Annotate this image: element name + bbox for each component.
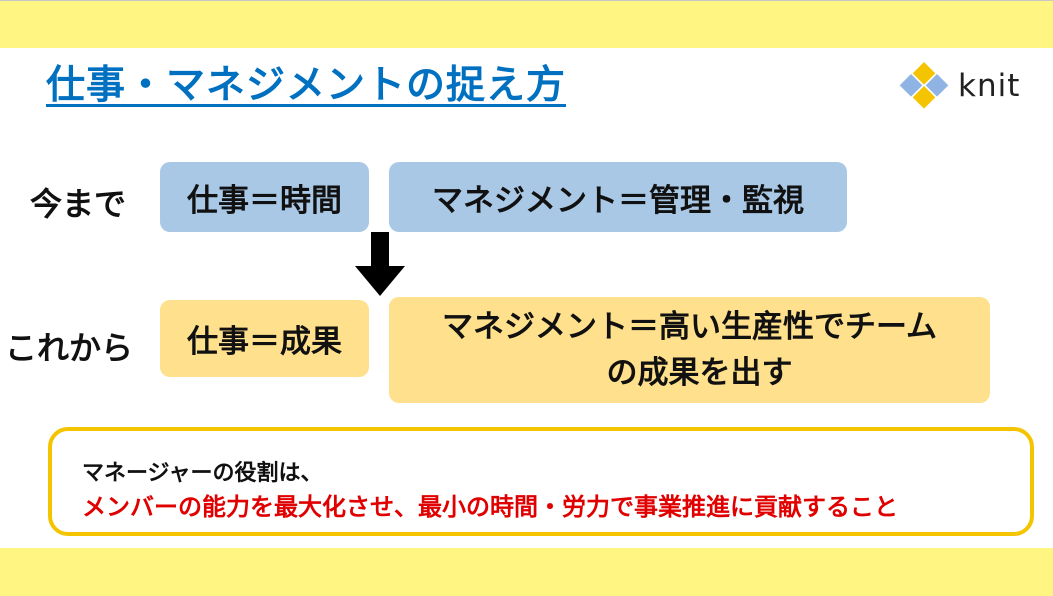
after-management-box: マネジメント＝高い生産性でチーム の成果を出す <box>389 297 990 403</box>
arrow-down-icon <box>355 232 405 296</box>
after-management-line1: マネジメント＝高い生産性でチーム <box>441 309 938 345</box>
after-label: これから <box>5 329 134 367</box>
after-management-line2: の成果を出す <box>606 355 793 391</box>
before-management-box: マネジメント＝管理・監視 <box>389 162 847 232</box>
manager-role-note: マネージャーの役割は、 メンバーの能力を最大化させ、最小の時間・労力で事業推進に… <box>48 427 1034 536</box>
top-band <box>0 0 1053 48</box>
bottom-band <box>0 548 1053 596</box>
before-label: 今まで <box>30 185 127 223</box>
note-intro-text: マネージャーの役割は、 <box>82 461 323 486</box>
after-work-box: 仕事＝成果 <box>160 300 369 377</box>
knit-logo: knit <box>896 58 1036 118</box>
before-work-box: 仕事＝時間 <box>160 162 369 232</box>
logo-text: knit <box>958 68 1021 104</box>
knit-diamond-logo-icon <box>899 62 949 109</box>
note-emphasis-text: メンバーの能力を最大化させ、最小の時間・労力で事業推進に貢献すること <box>82 493 898 521</box>
slide-title: 仕事・マネジメントの捉え方 <box>46 63 567 108</box>
